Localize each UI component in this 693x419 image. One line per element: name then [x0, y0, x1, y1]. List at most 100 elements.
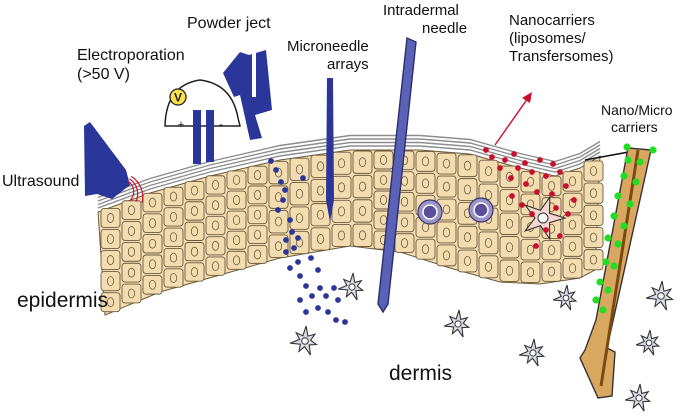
label-nanocarriers-line1: Nanocarriers: [509, 12, 613, 30]
powder-particle: [300, 175, 306, 181]
nanocarrier-particle: [502, 157, 508, 163]
label-epidermis: epidermis: [17, 288, 108, 313]
powder-jet-slot: [252, 52, 256, 97]
epidermis-cell: [416, 239, 435, 259]
epidermis-cell: [164, 248, 183, 266]
powder-particle: [297, 273, 303, 279]
epidermis-cell: [164, 228, 183, 246]
epidermis-cell: [206, 196, 225, 214]
label-microneedle-line1: Microneedle: [287, 38, 369, 56]
powder-particle: [335, 297, 341, 303]
powder-particle: [325, 309, 331, 315]
label-intradermal-needle: Intradermal needle: [383, 2, 467, 38]
epidermis-cell: [164, 208, 183, 226]
vesicle-core: [474, 203, 488, 217]
nanocarrier-particle: [509, 193, 515, 199]
epidermis-cell: [248, 186, 267, 204]
green-carrier-particle: [614, 192, 621, 199]
powder-particle: [317, 285, 323, 291]
green-carrier-particle: [626, 200, 633, 207]
epidermis-cell: [164, 269, 183, 287]
epidermis-cell: [437, 222, 456, 243]
voltmeter-symbol: V: [174, 91, 182, 105]
epidermis-cell: [500, 213, 519, 234]
dendritic-cell-nucleus: [530, 350, 536, 356]
plus-sign: +: [178, 119, 184, 131]
epidermis-cell: [143, 214, 162, 233]
epidermis-cell: [458, 155, 477, 177]
epidermis-cell: [542, 262, 561, 281]
nanocarrier-particle: [534, 189, 540, 195]
green-carrier-particle: [610, 262, 617, 269]
green-carrier-particle: [604, 234, 611, 241]
epidermis-cell: [584, 205, 603, 225]
epidermis-cell: [122, 263, 141, 282]
epidermis-cell: [122, 284, 141, 303]
epidermis-cell: [101, 208, 120, 227]
epidermis-cell: [143, 193, 162, 212]
green-carrier-particle: [592, 296, 599, 303]
powder-particle: [291, 245, 297, 251]
epidermis-cell: [563, 237, 582, 257]
powder-particle: [280, 197, 286, 203]
nanocarrier-particle: [519, 202, 525, 208]
green-carrier-particle: [599, 306, 606, 313]
epidermis-cell: [416, 151, 435, 171]
nanocarrier-particle: [483, 147, 489, 153]
nanocarrier-arrow: [495, 98, 528, 145]
dendritic-cell-nucleus: [563, 295, 569, 301]
epidermis-cell: [437, 245, 456, 266]
epidermis-cell: [584, 250, 603, 270]
nanocarrier-particle: [489, 154, 495, 160]
dendritic-cell-nucleus: [302, 338, 309, 345]
epidermis-cell: [521, 239, 540, 260]
powder-particle: [289, 229, 295, 235]
nanocarrier-particle: [497, 165, 503, 171]
green-carrier-particle: [649, 146, 656, 153]
green-carrier-particle: [596, 278, 603, 285]
epidermis-cell: [584, 161, 603, 181]
dendritic-cell-nucleus: [646, 340, 652, 346]
green-carrier-particle: [614, 240, 621, 247]
nanocarrier-particle: [533, 243, 539, 249]
epidermis-cell: [521, 262, 540, 283]
powder-particle: [323, 293, 329, 299]
dendritic-cell-nucleus: [636, 395, 642, 401]
label-intradermal-line1: Intradermal: [383, 2, 467, 20]
epidermis-cell: [227, 211, 246, 229]
epidermis-cell: [248, 246, 267, 264]
epidermis-cell: [437, 176, 456, 197]
label-nanocarriers-line2: (liposomes/: [509, 30, 613, 48]
powder-particle: [315, 267, 321, 273]
label-electroporation: Electroporation (>50 V): [77, 46, 185, 84]
nanocarrier-particle: [529, 211, 535, 217]
label-electroporation-line1: Electroporation: [77, 46, 185, 65]
powder-particle: [303, 283, 309, 289]
label-nanocarriers-line3: Transfersomes): [509, 48, 613, 66]
nanocarrier-particle: [515, 165, 521, 171]
green-carrier-particle: [620, 222, 627, 229]
epidermis-cell: [185, 181, 204, 199]
epidermis-cell: [479, 232, 498, 254]
epidermis-cell: [353, 175, 372, 197]
epidermis-cell: [227, 191, 246, 209]
epidermis-cell: [227, 231, 246, 249]
epidermis-cell: [122, 201, 141, 220]
label-microneedle-arrays: Microneedle arrays: [287, 38, 369, 74]
powder-particle: [309, 293, 315, 299]
powder-particle: [287, 265, 293, 271]
powder-particle: [297, 297, 303, 303]
epidermis-cell: [269, 161, 288, 184]
epidermis-cell: [101, 229, 120, 248]
epidermis-cell: [500, 190, 519, 211]
epidermis-cell: [290, 183, 309, 205]
nanocarrier-particle: [553, 205, 559, 211]
epidermis-cell: [563, 193, 582, 213]
microneedle-icon: [326, 78, 334, 222]
epidermis-cell: [248, 166, 267, 184]
green-carrier-particle: [602, 258, 609, 265]
nanocarrier-particle: [543, 173, 549, 179]
epidermis-cell: [374, 151, 393, 169]
epidermis-cell: [500, 237, 519, 258]
